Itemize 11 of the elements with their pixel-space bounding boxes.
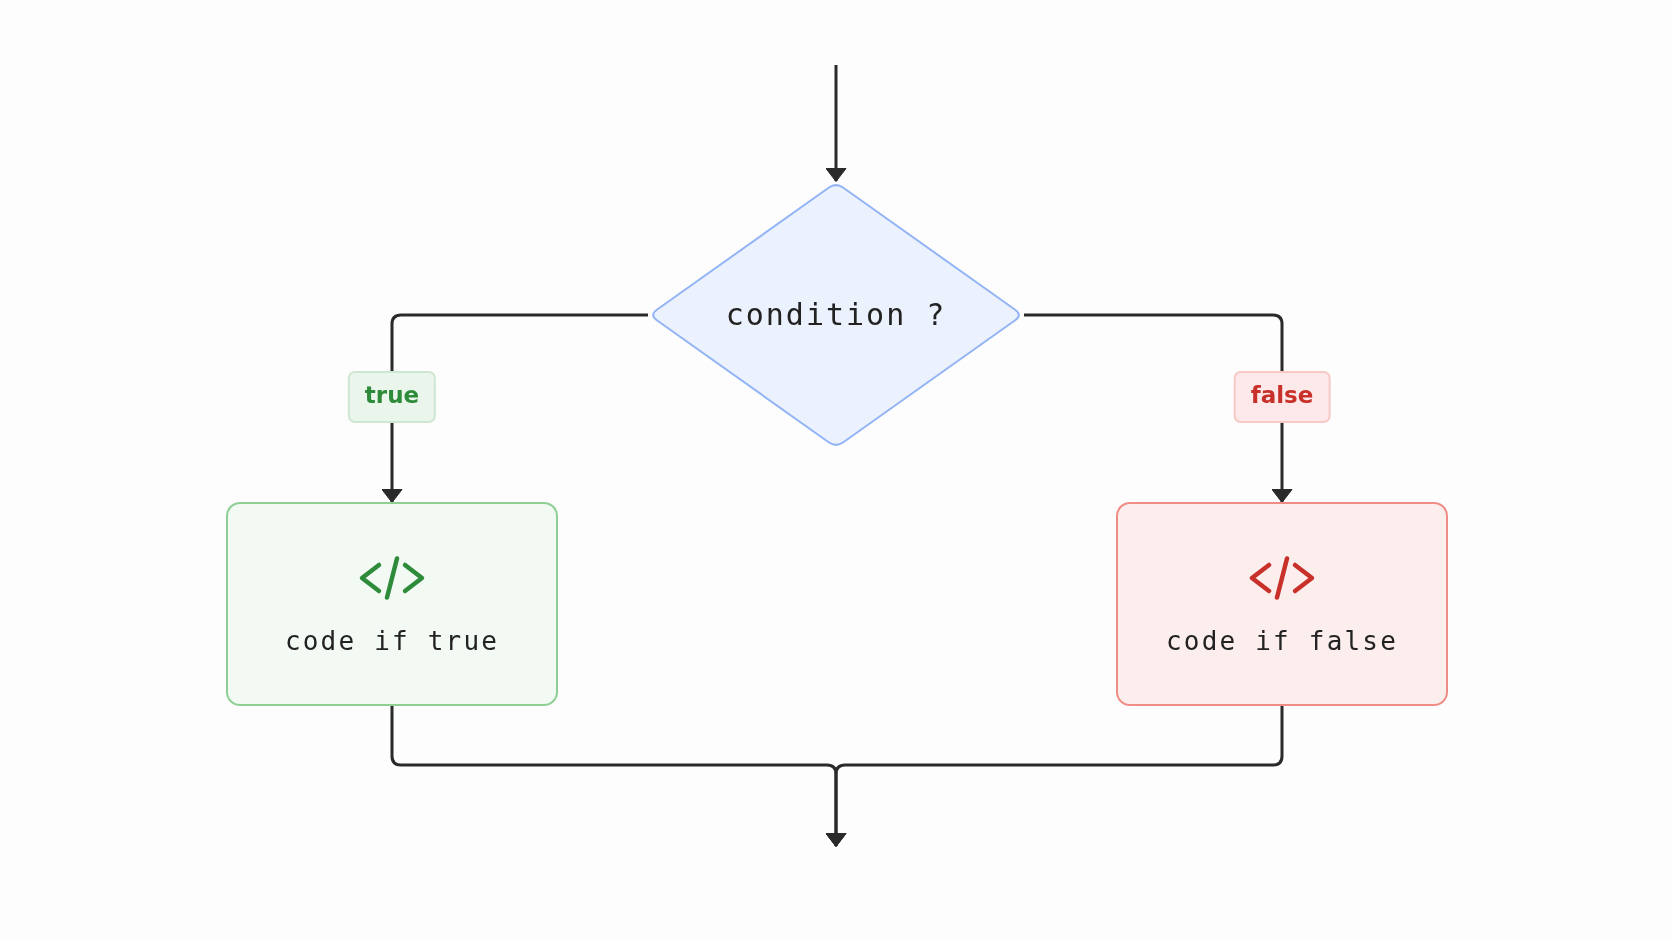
process-box xyxy=(226,502,558,706)
node-text: code if false xyxy=(1165,626,1399,658)
edge-label: false xyxy=(1233,371,1331,423)
arrow xyxy=(381,313,648,503)
process-box xyxy=(1116,502,1448,706)
arrow xyxy=(1024,313,1293,503)
arrow xyxy=(825,706,1284,847)
node-text: code if true xyxy=(284,626,500,658)
arrow xyxy=(825,65,847,182)
edge-label: true xyxy=(347,371,437,423)
node-text: condition ? xyxy=(725,297,947,333)
